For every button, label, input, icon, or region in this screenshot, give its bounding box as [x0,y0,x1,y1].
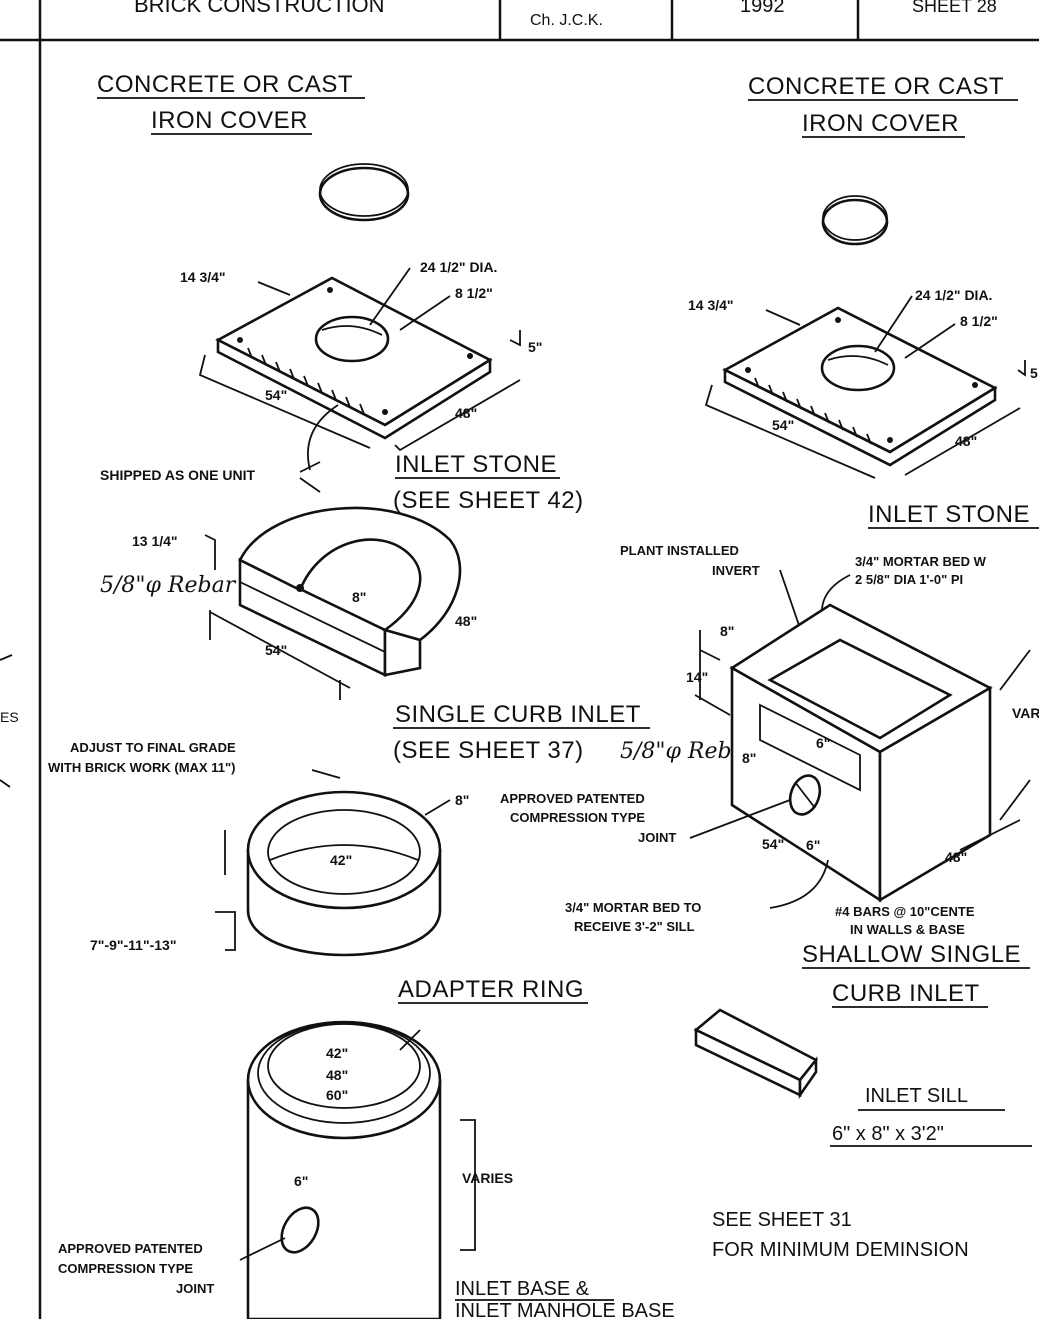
left-ring-dim-wall: 8" [455,792,469,808]
right-box-dim-8b: 8" [742,750,756,766]
left-inlet-stone-shape [215,276,493,440]
left-curb-inlet-shape [238,506,462,678]
left-stone-dim-dia: 24 1/2" DIA. [420,259,497,275]
right-plant-note-1: PLANT INSTALLED [620,543,739,558]
left-curb-leaders [204,534,351,700]
right-stone-dim-height: 5 [1030,365,1038,381]
left-curb-dim-inner: 8" [352,589,366,605]
right-plant-note-2: INVERT [712,563,760,578]
left-base-joint-3: JOINT [176,1281,214,1296]
left-ring-dim-dia: 42" [330,852,352,868]
margin-leader [0,654,13,788]
right-sill-bed-leader [769,859,829,909]
right-mortar-note-2: 2 5/8" DIA 1'-0" PI [855,572,963,587]
left-curb-title: SINGLE CURB INLET [395,701,641,728]
right-shallow-title-2: CURB INLET [832,980,980,1007]
right-box-dim-6a: 6" [816,735,830,751]
right-inlet-sill-shape [693,1008,819,1100]
right-box-varies: VAR [1012,705,1039,721]
right-box-dim-6b: 6" [806,837,820,853]
right-see-note-2: FOR MINIMUM DEMINSION [712,1239,969,1261]
left-curb-dim-length: 54" [265,642,287,658]
left-cover-shape [318,163,410,222]
left-inlet-stone-ref: (SEE SHEET 42) [393,487,584,514]
right-joint-2: COMPRESSION TYPE [510,810,645,825]
right-stone-dim-inner: 8 1/2" [960,313,998,329]
right-see-note-1: SEE SHEET 31 [712,1209,852,1231]
left-base-dim-3: 60" [326,1087,348,1103]
left-base-joint-1: APPROVED PATENTED [58,1241,203,1256]
left-base-dim-pipe: 6" [294,1173,308,1189]
left-inlet-base-shape [246,1020,442,1319]
header-sheet: SHEET 28 [912,0,997,16]
left-curb-dim-width: 48" [455,613,477,629]
right-sill-bed-1: 3/4" MORTAR BED TO [565,900,701,915]
right-bars-2: IN WALLS & BASE [850,922,965,937]
right-box-dim-54: 54" [762,836,784,852]
margin-fragment: ES [0,709,19,725]
left-adapter-ring-shape [246,790,442,957]
left-curb-rebar: 5/8"φ Rebar [100,573,237,598]
right-box-dim-48: 48" [945,849,967,865]
left-shipped-bracket [299,461,321,493]
left-base-title-1: INLET BASE & [455,1278,590,1300]
left-stone-dim-height: 5" [528,339,542,355]
right-joint-leader [689,799,791,839]
header-checked: Ch. J.C.K. [530,12,603,29]
right-inlet-stone-title: INLET STONE [868,501,1030,528]
right-cover-shape [821,195,889,246]
right-cover-title-2: IRON COVER [802,110,959,137]
right-box-dim-leaders [694,630,1031,851]
left-adjust-note-1: ADJUST TO FINAL GRADE [70,740,236,755]
right-sill-bed-2: RECEIVE 3'-2" SILL [574,919,695,934]
right-box-dim-8a: 8" [720,623,734,639]
left-base-varies: VARIES [462,1170,513,1186]
left-curb-ref: (SEE SHEET 37) [393,737,584,764]
left-curb-dim-height: 13 1/4" [132,533,178,549]
left-stone-dim-length: 54" [265,387,287,403]
left-stone-dim-thickness: 14 3/4" [180,269,226,285]
header-title: BRICK CONSTRUCTION [134,0,385,17]
left-base-leaders [239,1029,476,1261]
left-base-joint-2: COMPRESSION TYPE [58,1261,193,1276]
left-base-title-2: INLET MANHOLE BASE [455,1300,675,1319]
left-stone-dim-inner: 8 1/2" [455,285,493,301]
left-cover-title-1: CONCRETE OR CAST [97,71,353,98]
right-shallow-inlet-shape [729,603,993,903]
right-cover-title-1: CONCRETE OR CAST [748,73,1004,100]
left-ring-leaders [215,799,451,951]
left-base-dim-1: 42" [326,1045,348,1061]
right-sill-title: INLET SILL [865,1085,968,1107]
right-inlet-stone-shape [722,306,998,467]
right-joint-1: APPROVED PATENTED [500,791,645,806]
right-stone-dim-dia: 24 1/2" DIA. [915,287,992,303]
right-stone-leaders [704,295,1026,479]
right-mortar-note-1: 3/4" MORTAR BED W [855,554,987,569]
header-year: 1992 [740,0,785,17]
left-inlet-stone-title: INLET STONE [395,451,557,478]
left-cover-title-2: IRON COVER [151,107,308,134]
right-joint-3: JOINT [638,830,676,845]
right-stone-dim-length: 54" [772,417,794,433]
right-shallow-title-1: SHALLOW SINGLE [802,941,1021,968]
right-sill-size: 6" x 8" x 3'2" [832,1123,944,1145]
left-ring-dim-heights: 7"-9"-11"-13" [90,937,176,953]
right-bars-1: #4 BARS @ 10"CENTE [835,904,975,919]
left-adjust-note-2: WITH BRICK WORK (MAX 11") [48,760,235,775]
left-ring-title: ADAPTER RING [398,976,584,1003]
right-box-dim-14: 14" [686,669,708,685]
left-stone-leaders [198,267,521,471]
right-stone-dim-thickness: 14 3/4" [688,297,734,313]
left-base-dim-2: 48" [326,1067,348,1083]
left-shipped-note: SHIPPED AS ONE UNIT [100,467,256,483]
left-adjust-leader [311,769,341,779]
